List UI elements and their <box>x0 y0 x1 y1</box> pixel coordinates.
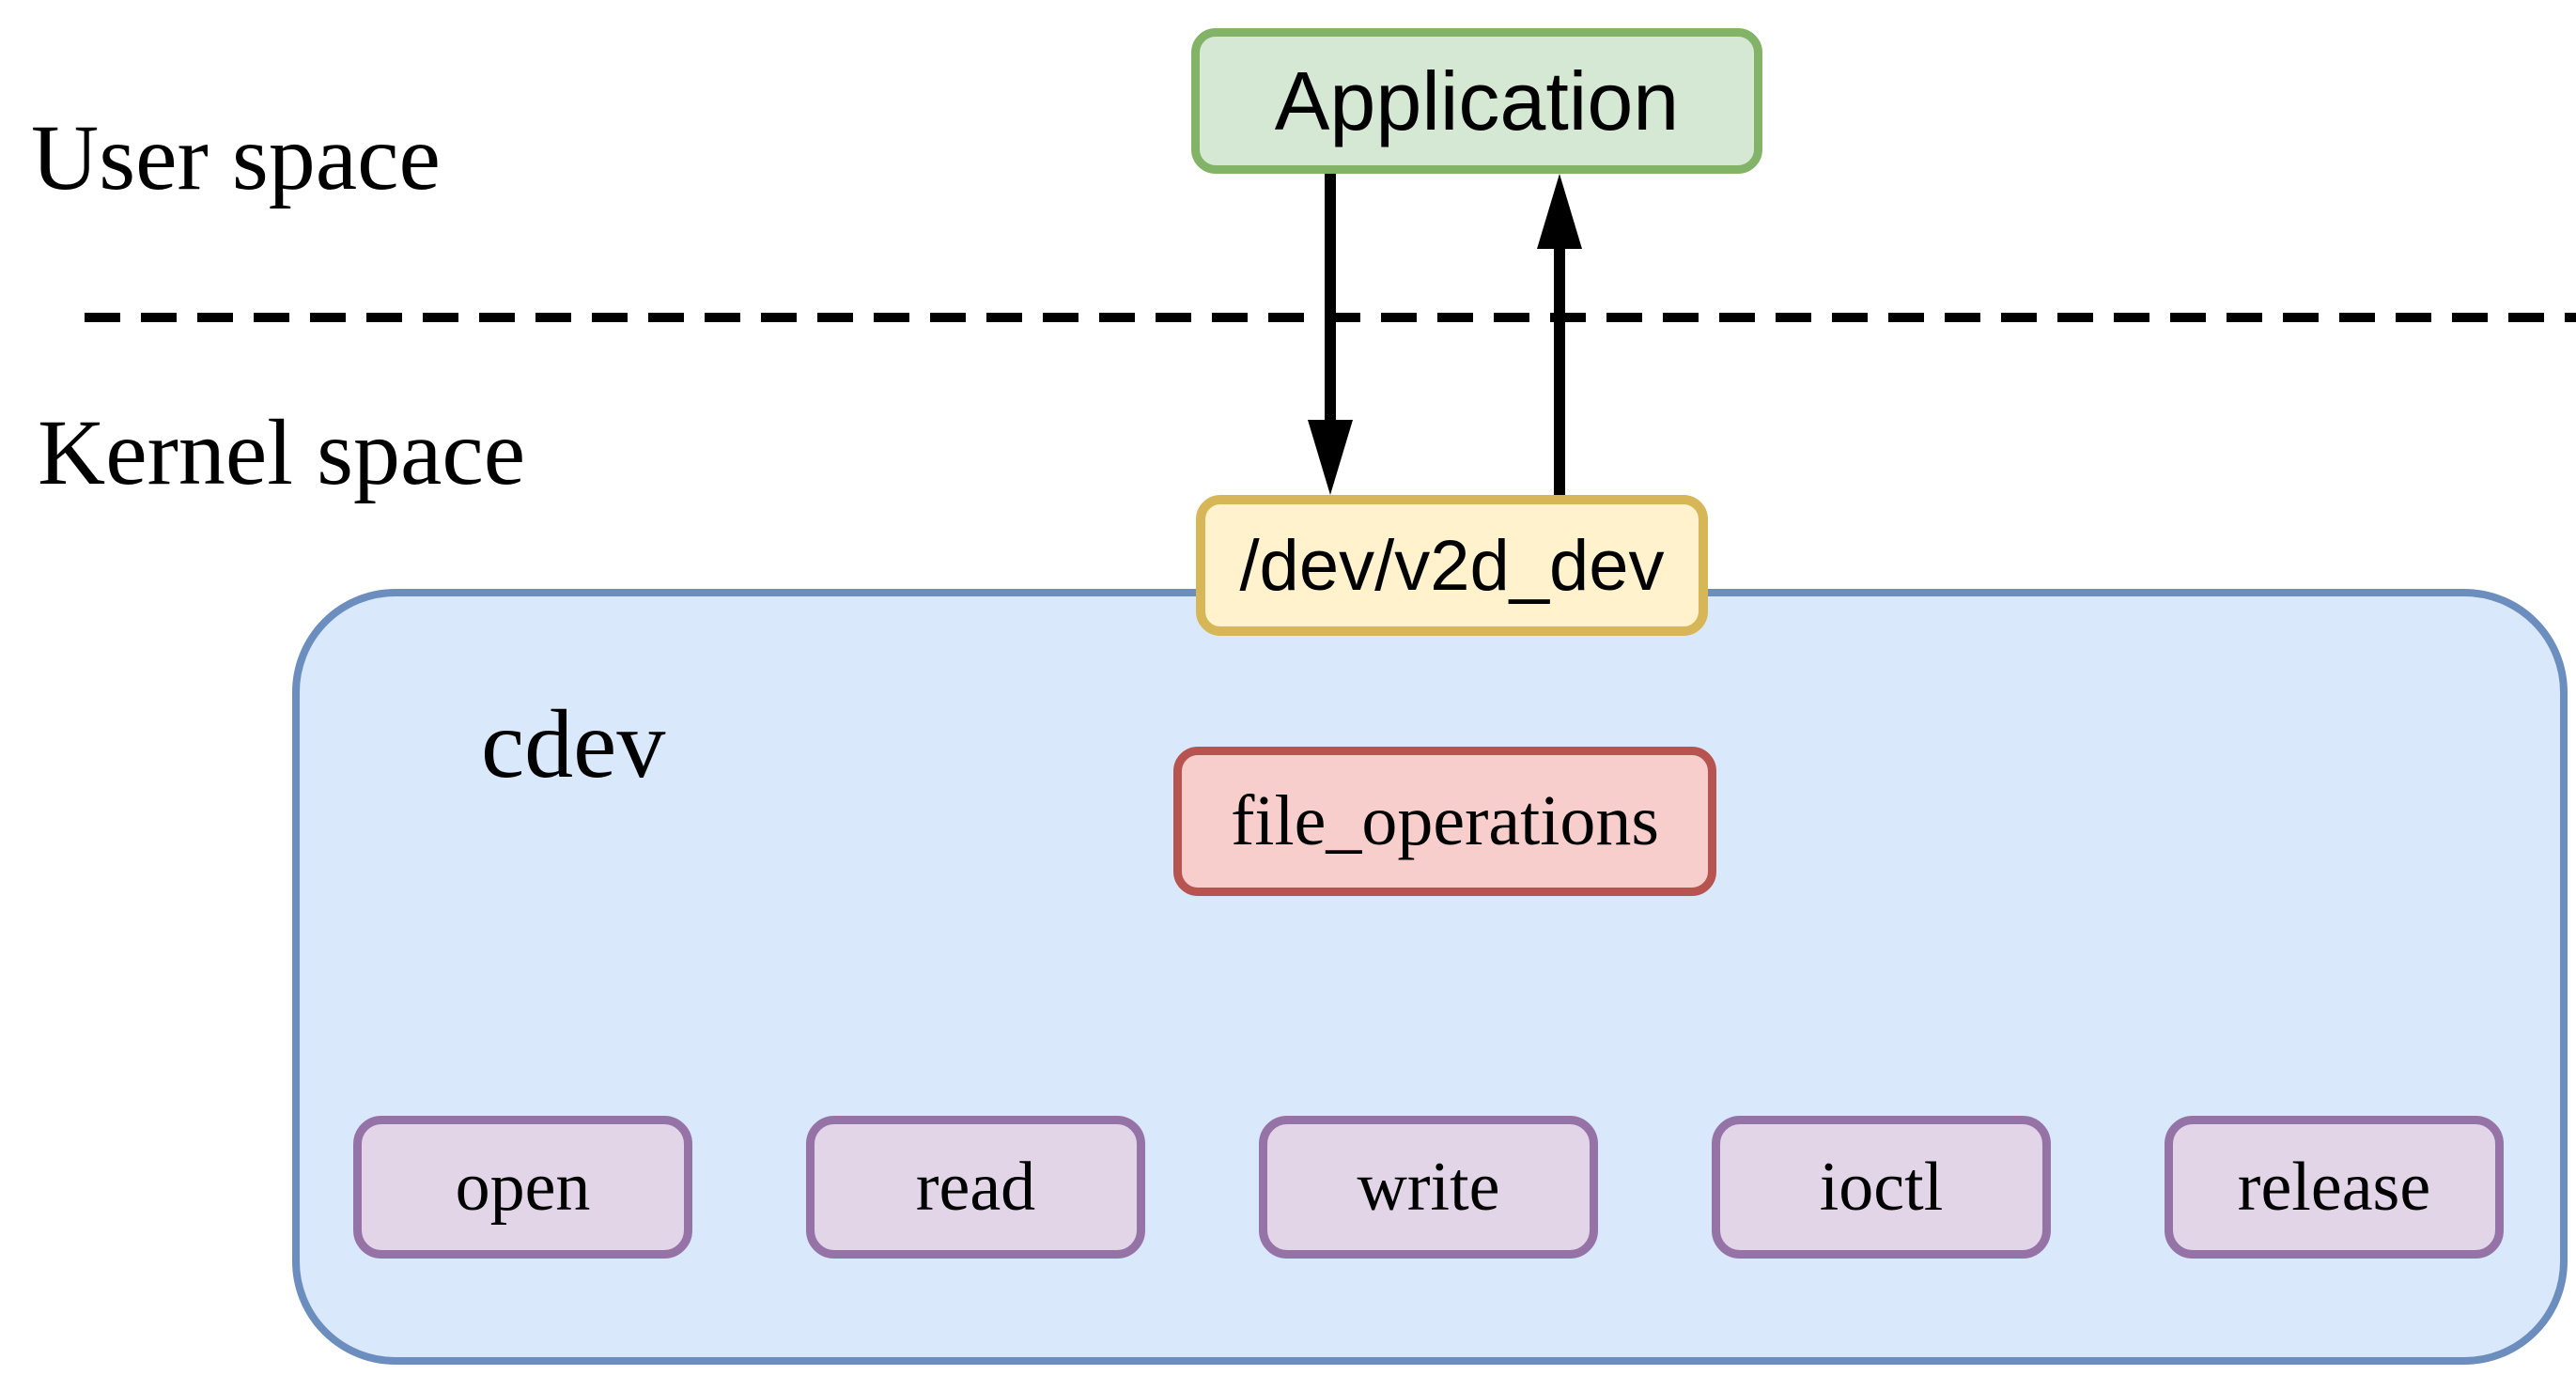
device-file-node: /dev/v2d_dev <box>1196 495 1708 636</box>
op-node-release: release <box>2165 1116 2504 1259</box>
op-node-ioctl: ioctl <box>1712 1116 2051 1259</box>
device-to-app-arrow-line <box>1554 242 1565 495</box>
kernel-space-label: Kernel space <box>38 400 526 504</box>
op-node-open: open <box>353 1116 692 1259</box>
op-node-write: write <box>1259 1116 1598 1259</box>
file-operations-node: file_operations <box>1173 747 1716 896</box>
cdev-label: cdev <box>481 690 666 798</box>
device-to-app-arrowhead-icon <box>1537 174 1582 249</box>
user-space-label: User space <box>31 105 441 209</box>
app-to-device-arrowhead-icon <box>1308 420 1353 495</box>
operations-row: open read write ioctl release <box>353 1116 2504 1259</box>
application-node: Application <box>1191 28 1762 174</box>
app-to-device-arrow-line <box>1325 174 1336 425</box>
op-node-read: read <box>806 1116 1145 1259</box>
